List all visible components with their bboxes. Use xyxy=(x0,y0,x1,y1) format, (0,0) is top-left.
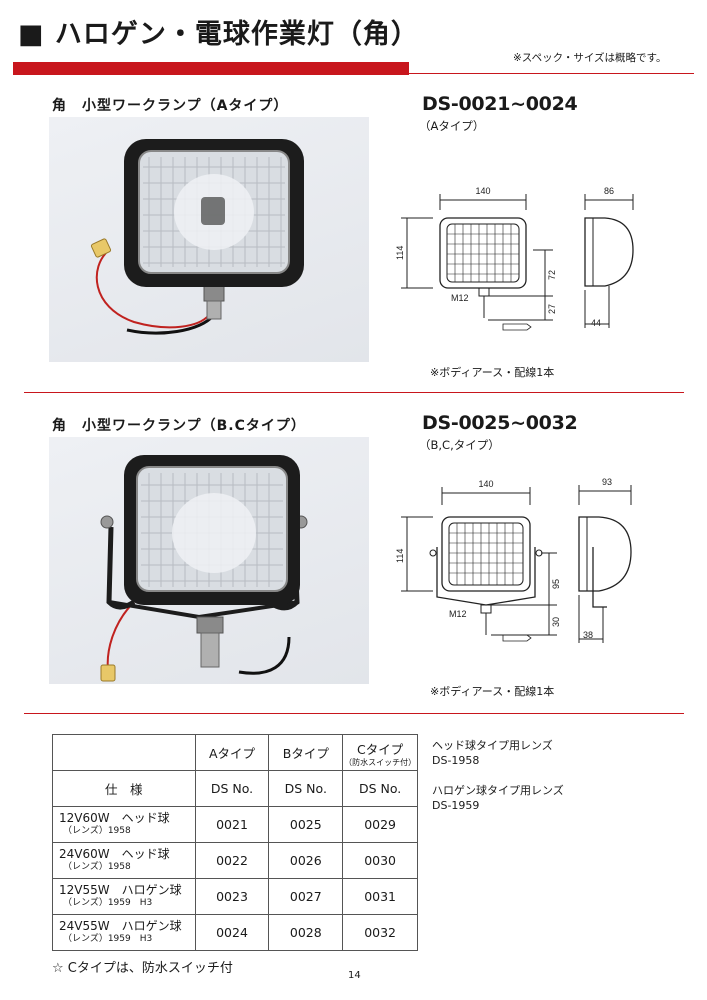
table-row: 12V55W ハロゲン球 （レンズ）1959 H3 0023 0027 0031 xyxy=(52,878,418,915)
dim-b-depth: 93 xyxy=(602,477,612,487)
ds-no-c: 0030 xyxy=(342,842,418,879)
section-b-title: 角 小型ワークランプ（B.Cタイプ） xyxy=(52,418,306,434)
footnote: ☆ Cタイプは、防水スイッチ付 xyxy=(52,961,233,976)
page-title: ■ ハロゲン・電球作業灯（角） xyxy=(18,19,419,50)
ds-no-b: 0027 xyxy=(268,878,344,915)
spec-main-text: 12V55W ハロゲン球 xyxy=(59,882,182,897)
table-row: 24V60W ヘッド球 （レンズ）1958 0022 0026 0030 xyxy=(52,842,418,879)
dim-a-bolt: M12 xyxy=(451,293,469,303)
dim-a-mount-height: 72 xyxy=(547,270,557,280)
halogen-lens-label: ハロゲン球タイプ用レンズ xyxy=(432,784,564,797)
dim-b-bolt: M12 xyxy=(449,609,467,619)
head-lens-number: DS-1958 xyxy=(432,754,480,767)
spec-note: ※スペック・サイズは概略です。 xyxy=(513,52,667,64)
dim-b-bolt-length: 30 xyxy=(551,617,561,627)
ds-label-a: DS No. xyxy=(194,770,270,807)
table-header-row: Aタイプ Bタイプ Cタイプ （防水スイッチ付） xyxy=(52,734,418,771)
spec-cell: 12V55W ハロゲン球 （レンズ）1959 H3 xyxy=(52,878,196,915)
ds-no-c: 0032 xyxy=(342,914,418,951)
ds-no-a: 0023 xyxy=(194,878,270,915)
spec-label-cell: 仕 様 xyxy=(52,770,196,807)
page-number: 14 xyxy=(348,970,361,981)
spec-main-text: 24V55W ハロゲン球 xyxy=(59,918,182,933)
spec-cell: 24V55W ハロゲン球 （レンズ）1959 H3 xyxy=(52,914,196,951)
spec-sub-text: （レンズ）1959 H3 xyxy=(63,897,153,908)
ds-label-c: DS No. xyxy=(342,770,418,807)
ds-no-a: 0024 xyxy=(194,914,270,951)
section-divider-2 xyxy=(24,713,684,714)
model-b-subtitle: （B,C,タイプ） xyxy=(419,438,500,452)
dim-a-width: 140 xyxy=(475,186,490,196)
title-underline xyxy=(13,73,694,74)
ds-label-b: DS No. xyxy=(268,770,344,807)
dim-b-height: 114 xyxy=(395,549,405,563)
table-label-row: 仕 様 DS No. DS No. DS No. xyxy=(52,770,418,807)
section-a-note: ※ボディアース・配線1本 xyxy=(430,366,555,379)
lamp-a-image xyxy=(90,139,304,335)
section-divider-1 xyxy=(24,392,684,393)
dim-a-depth: 86 xyxy=(604,186,614,196)
title-accent-bar xyxy=(13,62,409,75)
table-corner-cell xyxy=(52,734,196,771)
ds-no-a: 0022 xyxy=(194,842,270,879)
col-header-b: Bタイプ xyxy=(268,734,344,771)
table-row: 12V60W ヘッド球 （レンズ）1958 0021 0025 0029 xyxy=(52,806,418,843)
ds-no-b: 0025 xyxy=(268,806,344,843)
dim-b-mount-height: 95 xyxy=(551,579,561,589)
ds-no-c: 0029 xyxy=(342,806,418,843)
section-b-note: ※ボディアース・配線1本 xyxy=(430,685,555,698)
ds-no-b: 0026 xyxy=(268,842,344,879)
ds-no-c: 0031 xyxy=(342,878,418,915)
model-a-subtitle: （Aタイプ） xyxy=(419,119,485,133)
spec-sub-text: （レンズ）1958 xyxy=(63,861,131,872)
spec-cell: 24V60W ヘッド球 （レンズ）1958 xyxy=(52,842,196,879)
dim-a-bolt-length: 27 xyxy=(547,304,557,314)
lamp-b-image xyxy=(100,455,308,682)
dim-a-height: 114 xyxy=(395,246,405,260)
model-b: DS-0025~0032 xyxy=(422,412,578,434)
head-lens-label: ヘッド球タイプ用レンズ xyxy=(432,739,553,752)
lamp-b-photo xyxy=(49,437,369,684)
dim-b-width: 140 xyxy=(478,479,493,489)
lamp-a-photo xyxy=(49,117,369,362)
model-a: DS-0021~0024 xyxy=(422,93,578,115)
col-header-c-note: （防水スイッチ付） xyxy=(344,757,417,767)
section-a-title: 角 小型ワークランプ（Aタイプ） xyxy=(52,98,289,114)
spec-main-text: 12V60W ヘッド球 xyxy=(59,810,170,825)
table-row: 24V55W ハロゲン球 （レンズ）1959 H3 0024 0028 0032 xyxy=(52,914,418,951)
spec-table: Aタイプ Bタイプ Cタイプ （防水スイッチ付） 仕 様 DS No. DS N… xyxy=(52,734,418,951)
spec-sub-text: （レンズ）1958 xyxy=(63,825,131,836)
col-header-c: Cタイプ （防水スイッチ付） xyxy=(342,734,418,771)
dimension-drawing-b: 140 93 114 95 M12 30 38 xyxy=(395,477,632,643)
spec-sub-text: （レンズ）1959 H3 xyxy=(63,933,153,944)
col-header-c-label: Cタイプ xyxy=(356,741,404,757)
dim-a-base: 44 xyxy=(591,318,601,328)
halogen-lens-number: DS-1959 xyxy=(432,799,480,812)
ds-no-a: 0021 xyxy=(194,806,270,843)
col-header-a: Aタイプ xyxy=(194,734,270,771)
dimension-drawing-a: 140 86 114 72 M12 27 44 xyxy=(395,186,634,331)
spec-cell: 12V60W ヘッド球 （レンズ）1958 xyxy=(52,806,196,843)
spec-main-text: 24V60W ヘッド球 xyxy=(59,846,170,861)
ds-no-b: 0028 xyxy=(268,914,344,951)
dim-b-base: 38 xyxy=(583,630,593,640)
